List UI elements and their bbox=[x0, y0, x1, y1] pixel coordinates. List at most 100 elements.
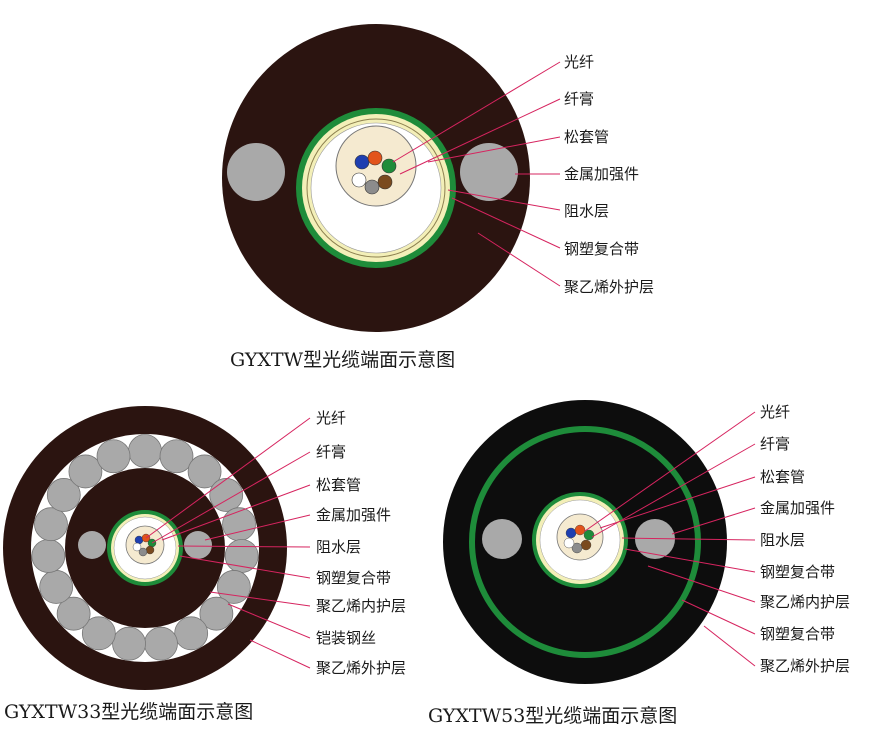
fibers bbox=[351, 150, 397, 195]
label-fiber: 光纤 bbox=[760, 403, 790, 421]
outer-steel-plastic-tape bbox=[469, 426, 701, 658]
armor-wire bbox=[222, 507, 256, 542]
armor-wire bbox=[68, 454, 103, 489]
label-loose-tube: 松套管 bbox=[564, 128, 609, 146]
armor-wire bbox=[112, 626, 146, 661]
label-fiber: 光纤 bbox=[564, 53, 594, 71]
leader-lines bbox=[584, 411, 756, 667]
armor-wire bbox=[81, 616, 116, 651]
armor-wires bbox=[31, 434, 259, 661]
leader-line bbox=[681, 599, 756, 635]
armor-wire bbox=[216, 570, 251, 604]
loose-tube bbox=[556, 513, 604, 561]
strength-member-left bbox=[227, 143, 285, 201]
fiber bbox=[583, 529, 595, 541]
leader-line bbox=[227, 603, 311, 639]
armor-wire bbox=[187, 454, 222, 489]
armor-wire bbox=[96, 439, 131, 474]
armor-wire bbox=[159, 439, 194, 474]
label-pe-inner-sheath: 聚乙烯内护层 bbox=[760, 593, 850, 611]
fiber bbox=[367, 150, 383, 166]
strength-member-right bbox=[184, 531, 212, 559]
caption-gyxtw: GYXTW型光缆端面示意图 bbox=[230, 349, 455, 371]
leader-line bbox=[249, 639, 311, 669]
leader-lines bbox=[392, 61, 561, 287]
leader-line bbox=[621, 537, 756, 541]
fiber bbox=[132, 542, 142, 552]
armor-wire bbox=[174, 616, 209, 651]
caption-gyxtw33: GYXTW33型光缆端面示意图 bbox=[4, 701, 253, 723]
leader-line bbox=[477, 232, 561, 287]
label-water-block: 阻水层 bbox=[760, 531, 805, 549]
leader-line bbox=[399, 98, 561, 175]
leader-line bbox=[161, 484, 311, 541]
fiber bbox=[145, 545, 155, 555]
caption-gyxtw53: GYXTW53型光缆端面示意图 bbox=[428, 705, 677, 727]
fiber bbox=[580, 539, 592, 551]
leader-line bbox=[204, 514, 311, 541]
label-strength-member: 金属加强件 bbox=[564, 165, 639, 183]
label-water-block: 阻水层 bbox=[316, 538, 361, 556]
fiber bbox=[563, 537, 575, 549]
leader-line bbox=[647, 565, 756, 603]
fiber bbox=[377, 174, 393, 190]
label-steel-plastic-tape: 钢塑复合带 bbox=[564, 240, 639, 258]
leader-line bbox=[145, 417, 311, 539]
label-pe-inner-sheath: 聚乙烯内护层 bbox=[316, 597, 406, 615]
label-fiber-gel: 纤膏 bbox=[316, 443, 346, 461]
fibers bbox=[563, 524, 595, 554]
fiber bbox=[351, 172, 367, 188]
leader-line bbox=[151, 451, 311, 544]
label-loose-tube: 松套管 bbox=[316, 476, 361, 494]
fiber bbox=[565, 527, 577, 539]
leader-line bbox=[624, 548, 756, 573]
leader-line bbox=[177, 545, 311, 548]
fiber bbox=[138, 547, 148, 557]
fiber bbox=[381, 158, 397, 174]
label-water-block: 阻水层 bbox=[564, 202, 609, 220]
leader-line bbox=[209, 591, 311, 607]
label-armor-wire: 铠装钢丝 bbox=[316, 629, 376, 647]
label-steel-plastic-tape: 钢塑复合带 bbox=[316, 569, 391, 587]
label-pe-outer-sheath: 聚乙烯外护层 bbox=[316, 659, 406, 677]
armor-wire bbox=[128, 434, 162, 468]
leader-line bbox=[447, 189, 561, 211]
label-outer-steel-plastic-tape: 钢塑复合带 bbox=[760, 625, 835, 643]
leader-line bbox=[451, 197, 561, 249]
leader-line bbox=[392, 61, 561, 163]
armor-wire bbox=[34, 507, 68, 542]
leader-line bbox=[599, 476, 756, 529]
label-fiber: 光纤 bbox=[316, 409, 346, 427]
leader-line bbox=[427, 136, 561, 163]
strength-member-right bbox=[460, 143, 518, 201]
fiber bbox=[134, 535, 144, 545]
loose-tube bbox=[335, 125, 417, 207]
fiber bbox=[571, 542, 583, 554]
armor-wire bbox=[39, 570, 74, 604]
armor-wire bbox=[46, 478, 81, 512]
leader-line bbox=[584, 411, 756, 532]
armor-wire bbox=[56, 596, 91, 631]
label-pe-outer-sheath: 聚乙烯外护层 bbox=[760, 657, 850, 675]
armor-wire bbox=[209, 478, 244, 512]
label-fiber-gel: 纤膏 bbox=[760, 435, 790, 453]
diagram-gyxtw53: 光纤 纤膏 松套管 金属加强件 阻水层 钢塑复合带 聚乙烯内护层 钢塑复合带 聚… bbox=[428, 400, 850, 727]
armor-wire bbox=[199, 596, 234, 631]
label-pe-outer-sheath: 聚乙烯外护层 bbox=[564, 278, 654, 296]
loose-tube bbox=[125, 525, 165, 565]
diagram-gyxtw: 光纤 纤膏 松套管 金属加强件 阻水层 钢塑复合带 聚乙烯外护层 GYXTW型光… bbox=[222, 24, 654, 371]
armor-wire bbox=[224, 539, 259, 573]
strength-member-left bbox=[482, 519, 522, 559]
label-strength-member: 金属加强件 bbox=[760, 499, 835, 517]
leader-line bbox=[703, 625, 756, 667]
armor-wire bbox=[144, 626, 178, 661]
diagram-gyxtw33: 光纤 纤膏 松套管 金属加强件 阻水层 钢塑复合带 聚乙烯内护层 铠装钢丝 聚乙… bbox=[3, 406, 406, 723]
leader-line bbox=[179, 555, 311, 579]
fiber bbox=[354, 154, 370, 170]
fiber bbox=[574, 524, 586, 536]
strength-member-right bbox=[635, 519, 675, 559]
fiber bbox=[364, 179, 380, 195]
label-strength-member: 金属加强件 bbox=[316, 506, 391, 524]
leader-lines bbox=[145, 417, 311, 669]
